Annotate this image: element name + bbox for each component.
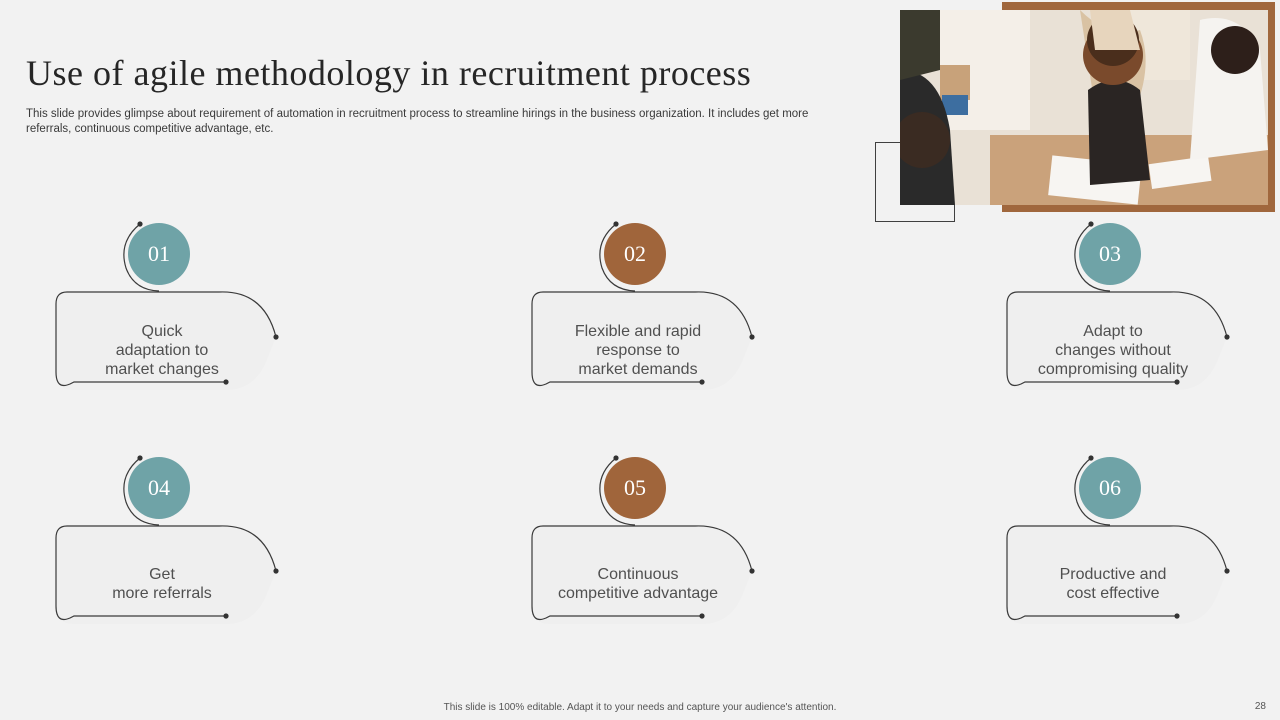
card-outline — [531, 221, 755, 390]
step-number-badge: 02 — [604, 223, 666, 285]
card-outline — [1006, 221, 1230, 390]
slide-description: This slide provides glimpse about requir… — [26, 108, 809, 135]
card-label: Productive and cost effective — [1059, 566, 1167, 602]
card-label-box: Continuous competitive advantage — [550, 544, 726, 624]
card-outline — [531, 455, 755, 624]
team-photo — [900, 10, 1268, 205]
card-label: Continuous competitive advantage — [557, 566, 719, 602]
step-number-badge: 06 — [1079, 457, 1141, 519]
slide-title: Use of agile methodology in recruitment … — [26, 53, 752, 93]
page-number: 28 — [1254, 701, 1266, 712]
card-label-box: Productive and cost effective — [1025, 544, 1201, 624]
card-outline — [55, 455, 279, 624]
card-outline — [1006, 455, 1230, 624]
card-label-box: Quick adaptation to market changes — [74, 310, 250, 390]
card-label-box: Flexible and rapid response to market de… — [550, 310, 726, 390]
step-number-badge: 04 — [128, 457, 190, 519]
card-outline — [55, 221, 279, 390]
card-label: Flexible and rapid response to market de… — [574, 322, 702, 378]
card-label-box: Adapt to changes without compromising qu… — [1025, 310, 1201, 390]
card-label: Adapt to changes without compromising qu… — [1037, 322, 1189, 378]
card-label: Get more referrals — [112, 566, 212, 602]
step-number-badge: 01 — [128, 223, 190, 285]
step-number-badge: 05 — [604, 457, 666, 519]
card-label: Quick adaptation to market changes — [105, 322, 219, 378]
slide-footer-note: This slide is 100% editable. Adapt it to… — [443, 702, 837, 713]
card-label-box: Get more referrals — [74, 544, 250, 624]
step-number-badge: 03 — [1079, 223, 1141, 285]
